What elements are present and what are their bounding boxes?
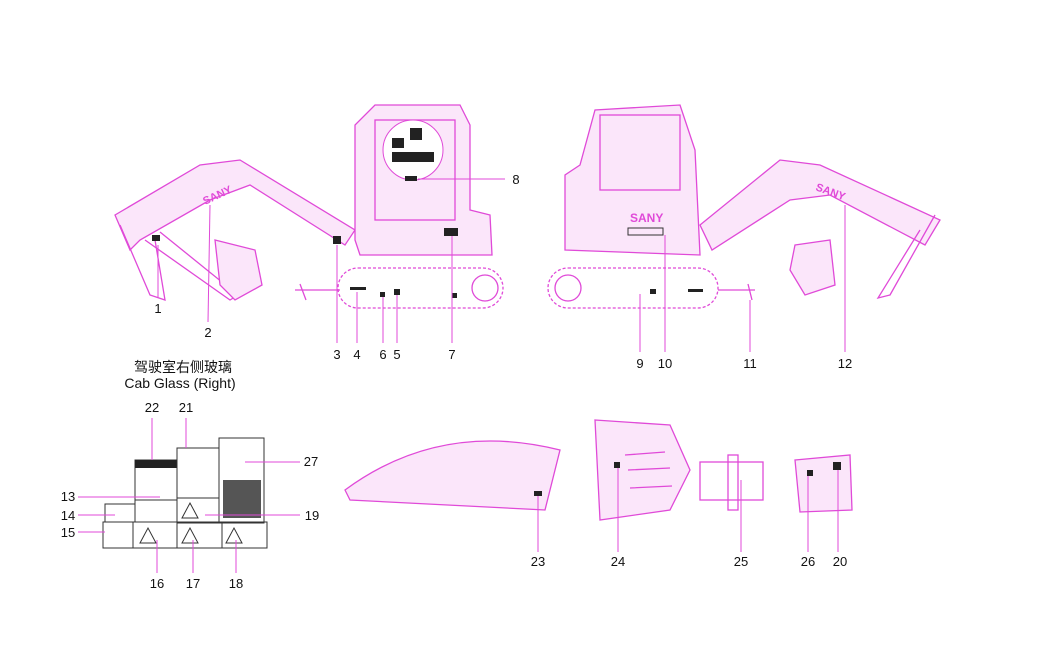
callout-17: 17 [186, 576, 200, 591]
decal-1-mark [152, 235, 160, 241]
callout-18: 18 [229, 576, 243, 591]
leader-lines [78, 178, 846, 573]
decal-3-mark [333, 236, 341, 244]
callout-4: 4 [353, 347, 360, 362]
callout-3: 3 [333, 347, 340, 362]
decal-8-mark [405, 176, 417, 181]
decal-7-mark [444, 228, 458, 236]
callout-14: 14 [61, 508, 75, 523]
callout-11: 11 [743, 356, 757, 371]
callout-13: 13 [61, 489, 75, 504]
callout-7: 7 [448, 347, 455, 362]
excavator-left-view: SANY [114, 104, 504, 309]
callout-10: 10 [658, 356, 672, 371]
caption-english: Cab Glass (Right) [124, 375, 235, 391]
callout-1: 1 [154, 301, 161, 316]
caption-chinese: 驾驶室右侧玻璃 [134, 359, 232, 375]
brand-logo-side: SANY [630, 211, 663, 225]
callout-21: 21 [179, 400, 193, 415]
callout-19: 19 [305, 508, 319, 523]
callout-20: 20 [833, 554, 847, 569]
callout-2: 2 [204, 325, 211, 340]
callout-numbers: 1 2 3 4 5 6 7 8 9 10 11 12 13 14 15 16 1… [61, 172, 852, 591]
parts-details [344, 419, 853, 521]
callout-22: 22 [145, 400, 159, 415]
callout-12: 12 [838, 356, 852, 371]
callout-26: 26 [801, 554, 815, 569]
callout-6: 6 [379, 347, 386, 362]
callout-16: 16 [150, 576, 164, 591]
callout-15: 15 [61, 525, 75, 540]
callout-8: 8 [512, 172, 519, 187]
callout-9: 9 [636, 356, 643, 371]
callout-27: 27 [304, 454, 318, 469]
callout-23: 23 [531, 554, 545, 569]
callout-5: 5 [393, 347, 400, 362]
excavator-right-view: SANY SANY [547, 104, 941, 309]
callout-25: 25 [734, 554, 748, 569]
cab-glass-decal-panel [102, 437, 268, 549]
callout-24: 24 [611, 554, 625, 569]
